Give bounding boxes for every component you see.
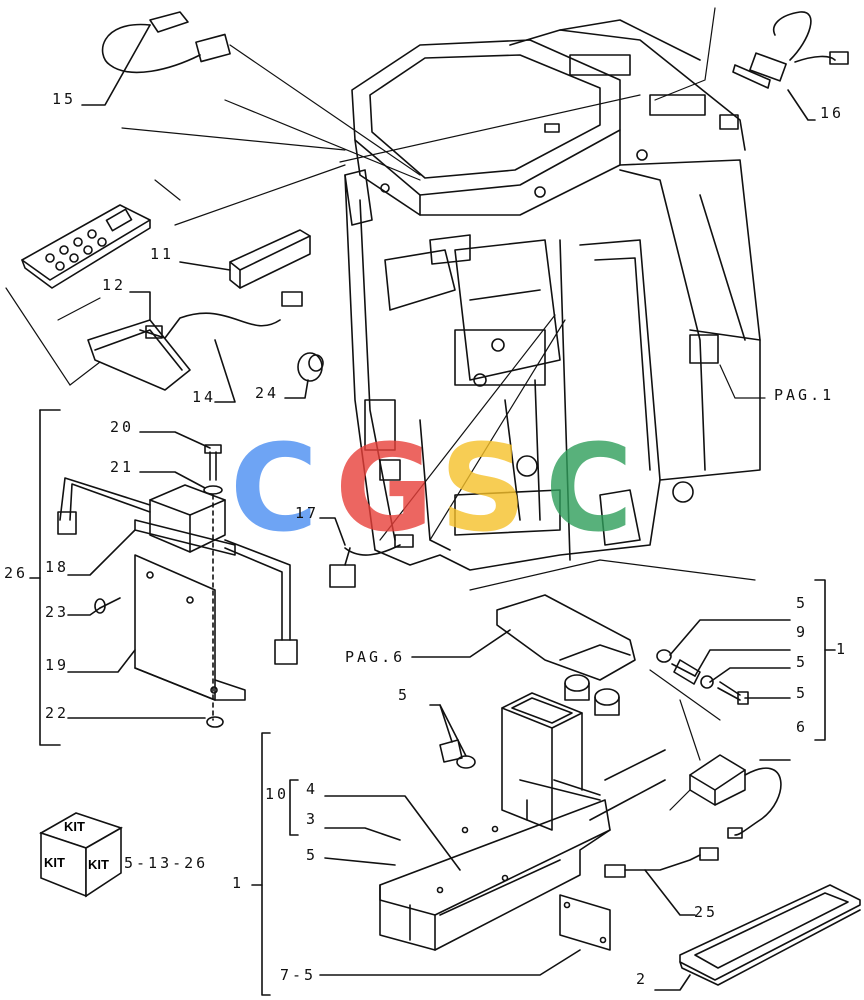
part-26-relay-assembly <box>29 409 298 746</box>
part-2-mat <box>654 884 861 991</box>
callout-1-left: 1 <box>232 874 245 892</box>
part-17-harness <box>319 517 414 588</box>
callout-pag6: PAG.6 <box>345 648 406 666</box>
watermark-letter-1: C <box>230 420 319 559</box>
callout-26: 26 <box>4 564 29 582</box>
watermark-letter-2: G <box>335 420 434 559</box>
part-25-harness <box>604 847 719 916</box>
part-24-grommet <box>284 352 324 399</box>
callout-1-right: 1 <box>836 640 849 658</box>
callout-18: 18 <box>45 558 70 576</box>
callout-22: 22 <box>45 704 70 722</box>
cab-body <box>344 159 761 571</box>
callout-5-top: 5 <box>796 594 809 612</box>
watermark-letter-4: C <box>545 420 634 559</box>
callout-14: 14 <box>192 388 217 406</box>
kit-cube-icon: KIT KIT KIT <box>36 808 126 898</box>
callout-25: 25 <box>694 903 719 921</box>
console-base <box>411 594 636 716</box>
part-keypad-handset <box>21 204 151 289</box>
kit-label-left: KIT <box>44 855 65 870</box>
callout-7-5: 7-5 <box>280 966 317 984</box>
part-11-block <box>179 229 311 289</box>
callout-4: 4 <box>306 780 319 798</box>
callout-15: 15 <box>52 90 77 108</box>
callout-16: 16 <box>820 104 845 122</box>
callout-3: 3 <box>306 810 319 828</box>
bolt-set <box>656 579 836 741</box>
callout-2: 2 <box>636 970 649 988</box>
kit-label-top: KIT <box>64 819 85 834</box>
callout-20: 20 <box>110 418 135 436</box>
console-pedestal <box>251 692 666 996</box>
callout-23: 23 <box>45 603 70 621</box>
watermark-letter-3: S <box>440 420 527 559</box>
callout-17: 17 <box>295 504 320 522</box>
part-12-mirror <box>87 291 303 403</box>
cab-roof <box>351 39 648 216</box>
part-16-lighter <box>732 11 849 121</box>
callout-5-console: 5 <box>306 846 319 864</box>
callout-5-bottom: 5 <box>796 684 809 702</box>
callout-12: 12 <box>102 276 127 294</box>
callout-5-bolt: 5 <box>398 686 411 704</box>
callout-10: 10 <box>265 785 290 803</box>
part-6-module <box>689 754 791 839</box>
callout-11: 11 <box>150 245 175 263</box>
part-plate <box>319 894 611 976</box>
callout-19: 19 <box>45 656 70 674</box>
kit-reference: 5-13-26 <box>124 854 209 872</box>
callout-5-mid: 5 <box>796 653 809 671</box>
callout-9: 9 <box>796 623 809 641</box>
callout-24: 24 <box>255 384 280 402</box>
callout-pag1: PAG.1 <box>774 386 835 404</box>
callout-21: 21 <box>110 458 135 476</box>
part-15-sensor-cable <box>81 11 231 106</box>
callout-6: 6 <box>796 718 809 736</box>
leader-lines <box>5 7 756 811</box>
kit-label-right: KIT <box>88 857 109 872</box>
cab-rear-frame <box>509 19 746 151</box>
